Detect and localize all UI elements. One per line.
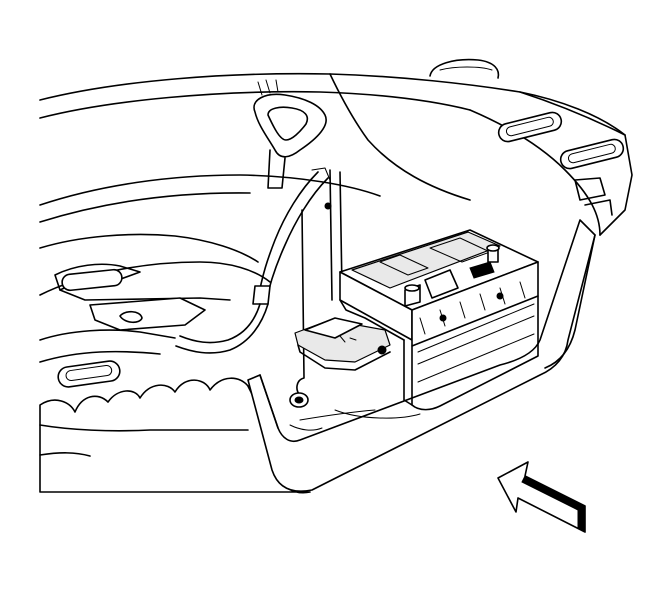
floor-panel — [39, 72, 633, 263]
cargo-slots — [497, 111, 625, 216]
direction-arrow-icon — [497, 461, 586, 533]
rear-panel — [289, 169, 343, 408]
battery-tray-tub — [247, 219, 596, 492]
hold-down-bracket — [294, 317, 391, 371]
tie-down-ring — [253, 79, 327, 189]
left-rails — [39, 261, 271, 388]
battery — [339, 229, 539, 411]
battery-cable — [175, 167, 331, 354]
spare-tire-bulge — [429, 58, 500, 79]
